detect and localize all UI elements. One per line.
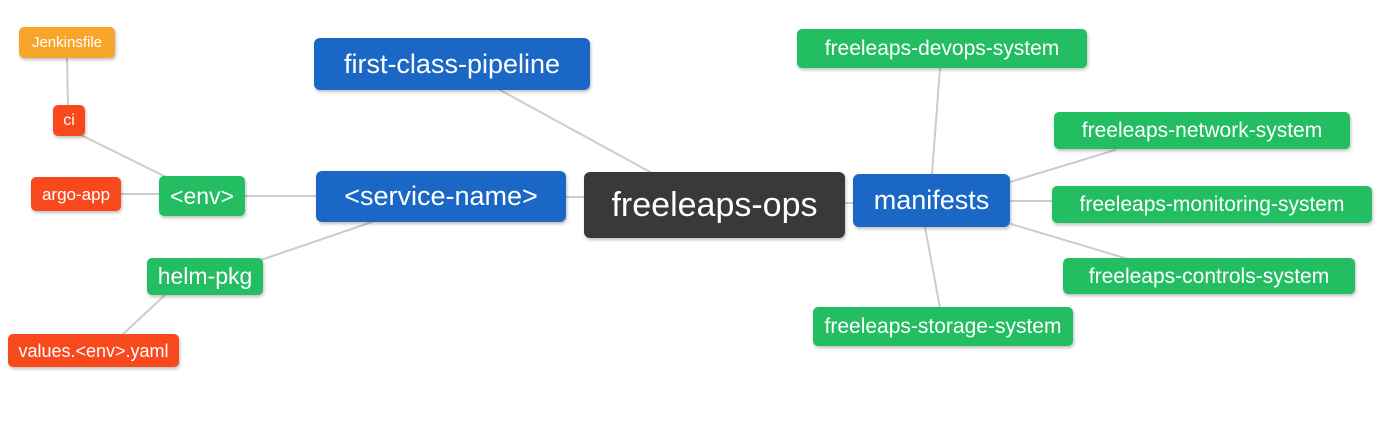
node-env[interactable]: <env>: [159, 176, 245, 216]
node-freeleaps-network-system[interactable]: freeleaps-network-system: [1054, 112, 1350, 149]
node-freeleaps-devops-system[interactable]: freeleaps-devops-system: [797, 29, 1087, 68]
node-freeleaps-ops-root[interactable]: freeleaps-ops: [584, 172, 845, 238]
node-freeleaps-monitoring-system[interactable]: freeleaps-monitoring-system: [1052, 186, 1372, 223]
edge-manifests-storage: [924, 226, 941, 309]
node-freeleaps-storage-system[interactable]: freeleaps-storage-system: [813, 307, 1073, 346]
node-jenkinsfile[interactable]: Jenkinsfile: [19, 27, 115, 58]
node-values-env-yaml[interactable]: values.<env>.yaml: [8, 334, 179, 367]
edge-pipeline-ops: [499, 89, 653, 174]
node-freeleaps-controls-system[interactable]: freeleaps-controls-system: [1063, 258, 1355, 294]
edge-jenkinsfile-ci: [66, 57, 69, 107]
node-helm-pkg[interactable]: helm-pkg: [147, 258, 263, 295]
node-ci[interactable]: ci: [53, 105, 85, 136]
node-manifests[interactable]: manifests: [853, 174, 1010, 227]
edge-manifests-network: [1009, 149, 1116, 183]
node-first-class-pipeline[interactable]: first-class-pipeline: [314, 38, 590, 90]
node-argo-app[interactable]: argo-app: [31, 177, 121, 211]
edge-ci-env: [80, 134, 171, 180]
edge-helmpkg-values: [120, 294, 166, 337]
edge-manifests-controls: [1010, 223, 1129, 260]
edge-manifests-devops: [931, 67, 941, 175]
node-service-name[interactable]: <service-name>: [316, 171, 566, 222]
edge-servicename-helmpkg: [257, 221, 373, 262]
